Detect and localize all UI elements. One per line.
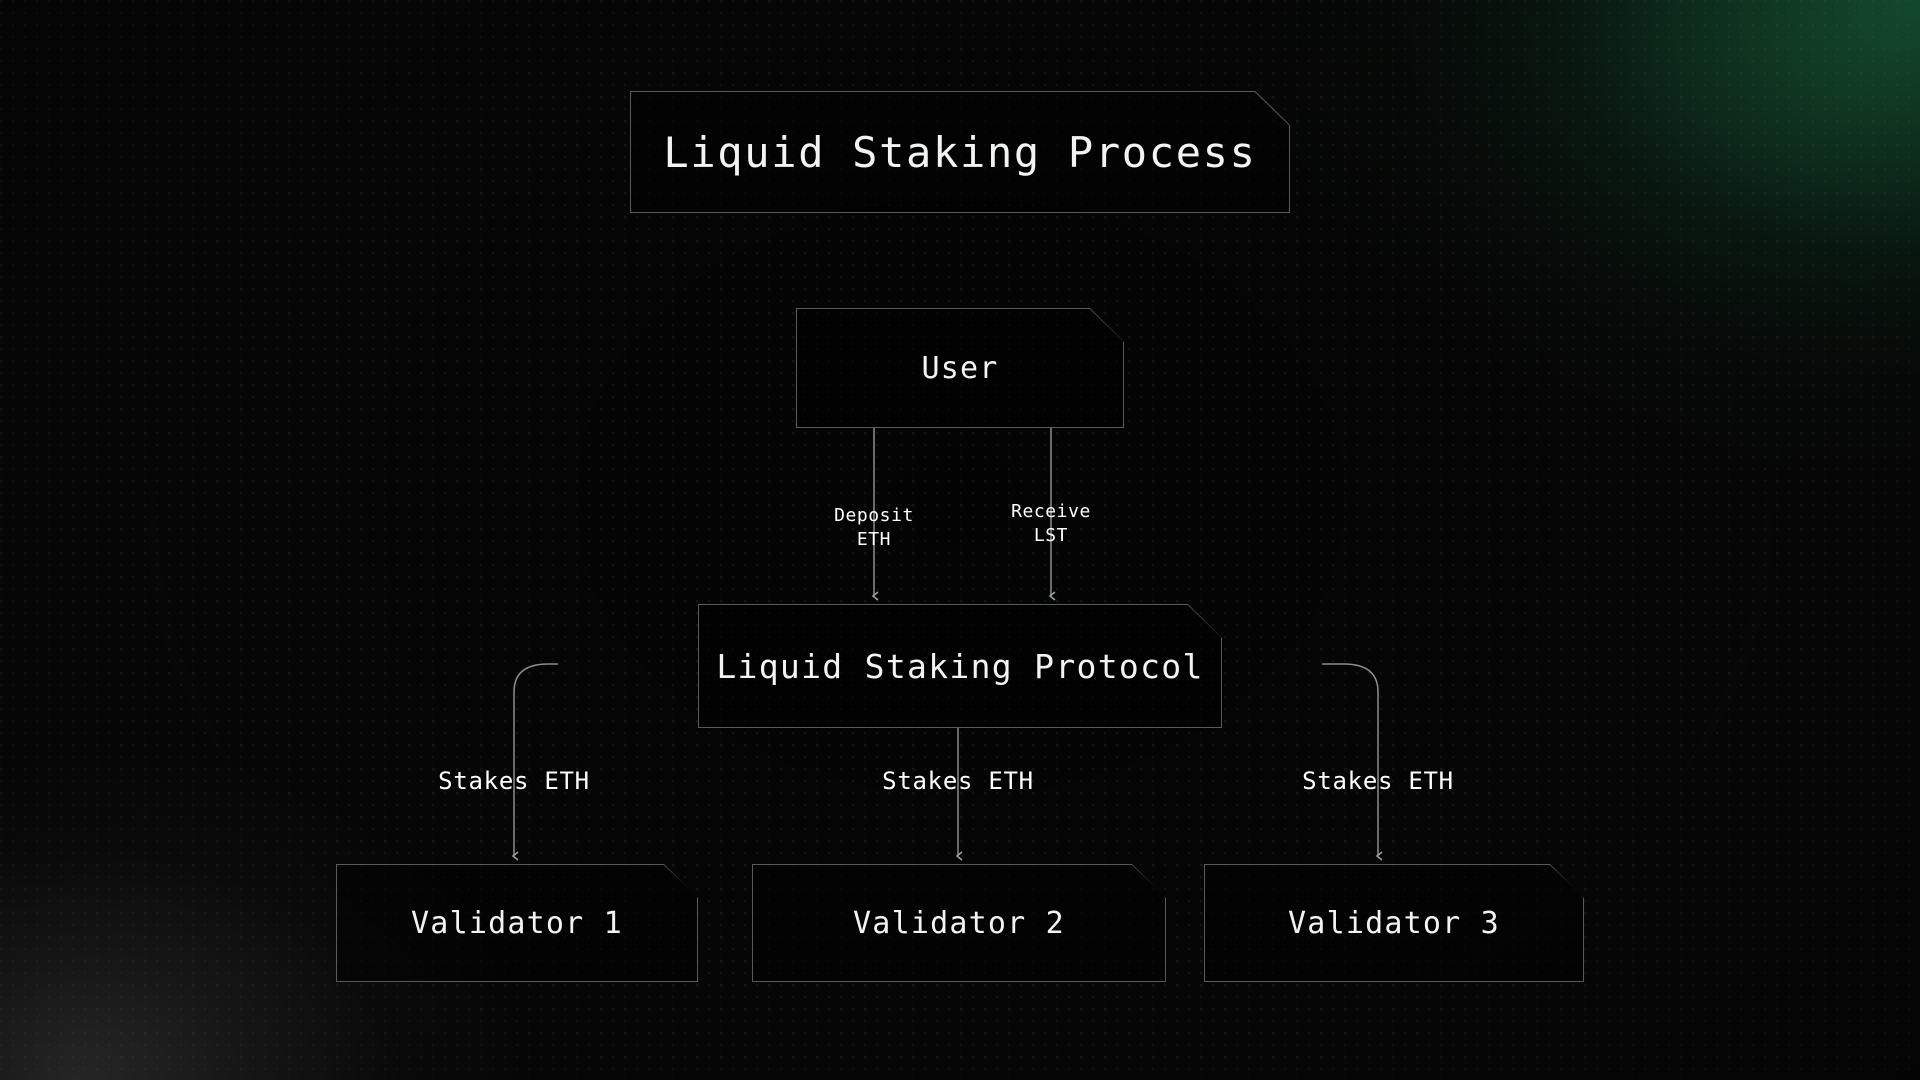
node-validator-3-label: Validator 3 (1288, 905, 1500, 941)
node-validator-1-label: Validator 1 (411, 905, 623, 941)
node-protocol[interactable]: Liquid Staking Protocol (698, 604, 1222, 728)
node-validator-1[interactable]: Validator 1 (336, 864, 698, 982)
node-protocol-label: Liquid Staking Protocol (716, 646, 1204, 686)
node-validator-3[interactable]: Validator 3 (1204, 864, 1584, 982)
edge-stakes-eth-3 (1322, 663, 1383, 861)
node-title-label: Liquid Staking Process (663, 127, 1257, 177)
node-user-fill (796, 308, 1124, 428)
edge-stakes-eth-1 (511, 663, 558, 861)
edge-label-receive-lst: Receive LST (1011, 501, 1091, 546)
node-title[interactable]: Liquid Staking Process (630, 91, 1290, 213)
node-user-label: User (921, 350, 999, 386)
node-validator-2-fill (752, 864, 1166, 982)
node-validator-3-fill (1204, 864, 1584, 982)
edge-label-deposit-eth: Deposit ETH (834, 505, 914, 550)
edge-label-stakes-eth-2: Stakes ETH (882, 767, 1034, 795)
node-validator-2-label: Validator 2 (853, 905, 1065, 941)
node-title-fill (630, 91, 1290, 213)
node-protocol-fill (698, 604, 1222, 728)
edge-label-stakes-eth-1: Stakes ETH (438, 767, 590, 795)
node-validator-1-fill (336, 864, 698, 982)
node-validator-2[interactable]: Validator 2 (752, 864, 1166, 982)
node-user[interactable]: User (796, 308, 1124, 428)
edge-label-stakes-eth-3: Stakes ETH (1302, 767, 1454, 795)
